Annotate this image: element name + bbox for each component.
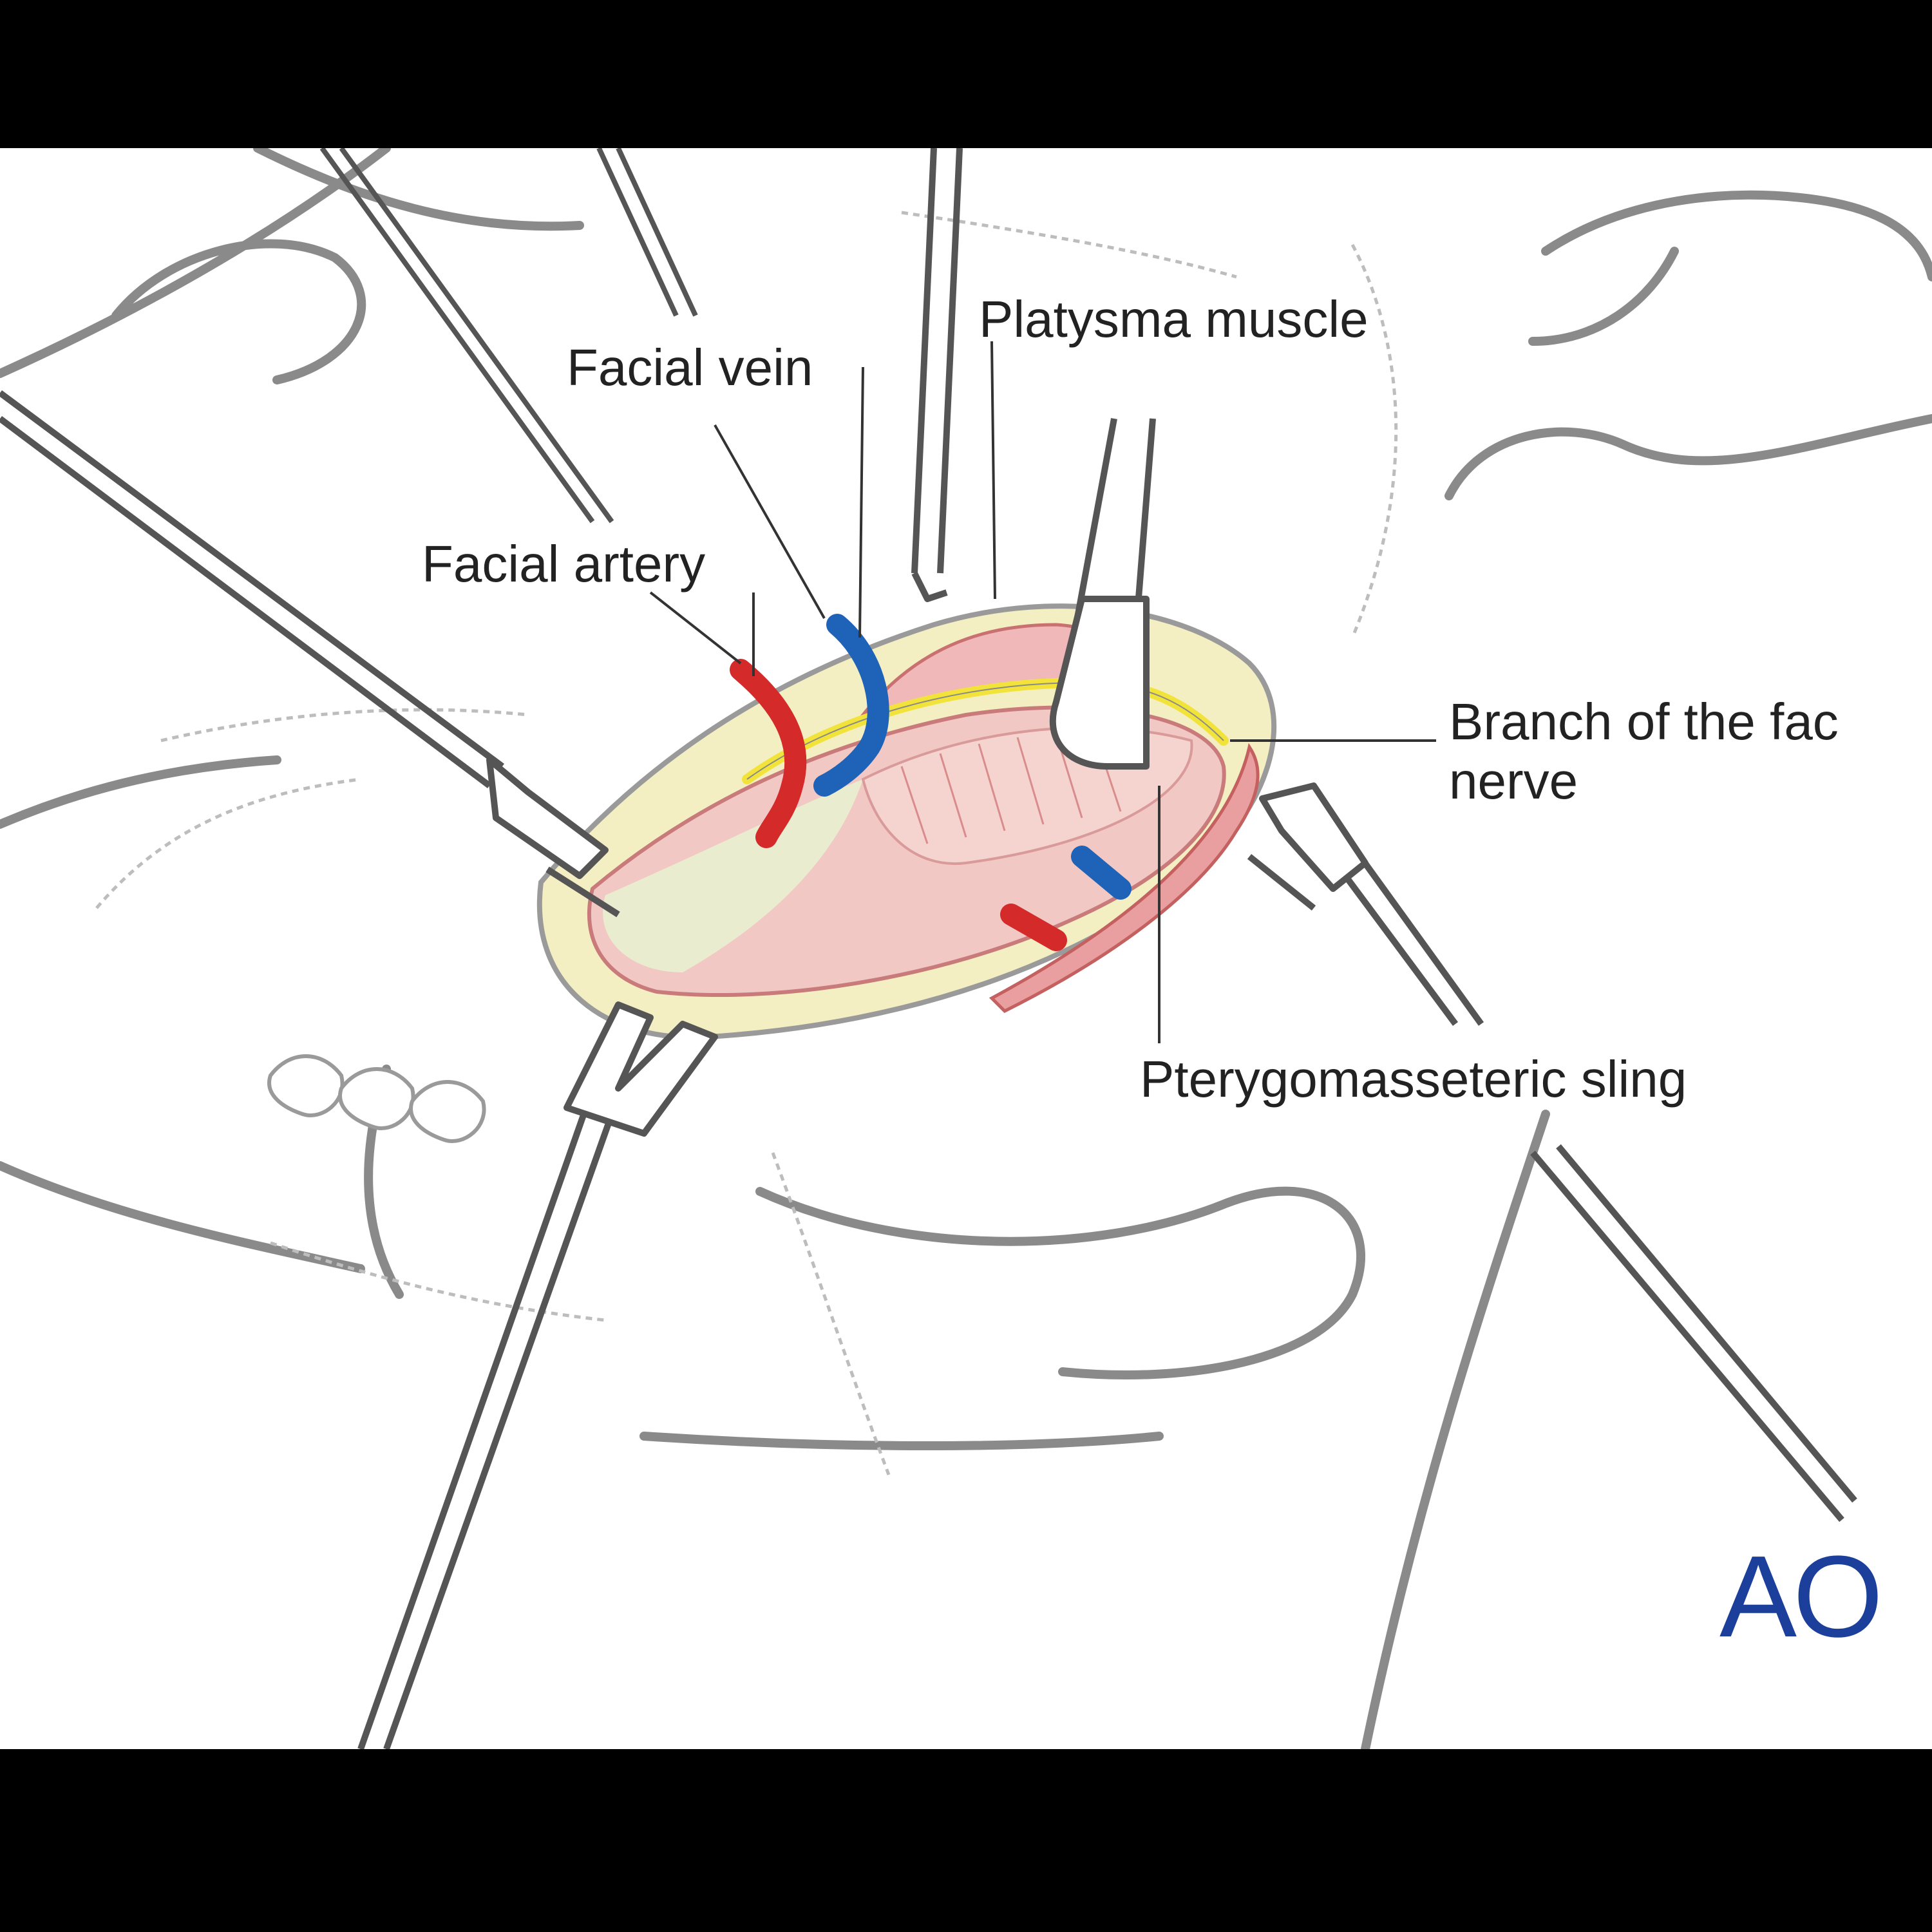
label-facial-vein: Facial vein <box>567 339 813 396</box>
label-facial-artery: Facial artery <box>422 535 706 592</box>
leader-lines <box>649 341 1436 1043</box>
faint-outlines <box>95 211 1398 1475</box>
label-platysma-muscle: Platysma muscle <box>979 290 1368 348</box>
retractor-bottom <box>357 1001 718 1749</box>
retractor-right <box>1247 782 1857 1522</box>
facial-vein-vessel <box>813 614 1132 900</box>
facial-artery-vessel <box>730 659 1067 951</box>
retractor-top <box>911 148 1156 770</box>
surgical-window <box>536 603 1277 1040</box>
label-pterygomasseteric-sling: Pterygomasseteric sling <box>1140 1050 1687 1108</box>
ao-logo: AO <box>1719 1532 1883 1662</box>
needle-top-left <box>319 148 698 524</box>
label-branch-facial-nerve: Branch of the fac nerve <box>1449 693 1839 810</box>
teeth-outline <box>267 1054 486 1143</box>
retractor-left <box>0 390 620 918</box>
illustration-area: Facial vein Platysma muscle Facial arter… <box>0 148 1932 1749</box>
surgical-illustration <box>0 148 1932 1749</box>
